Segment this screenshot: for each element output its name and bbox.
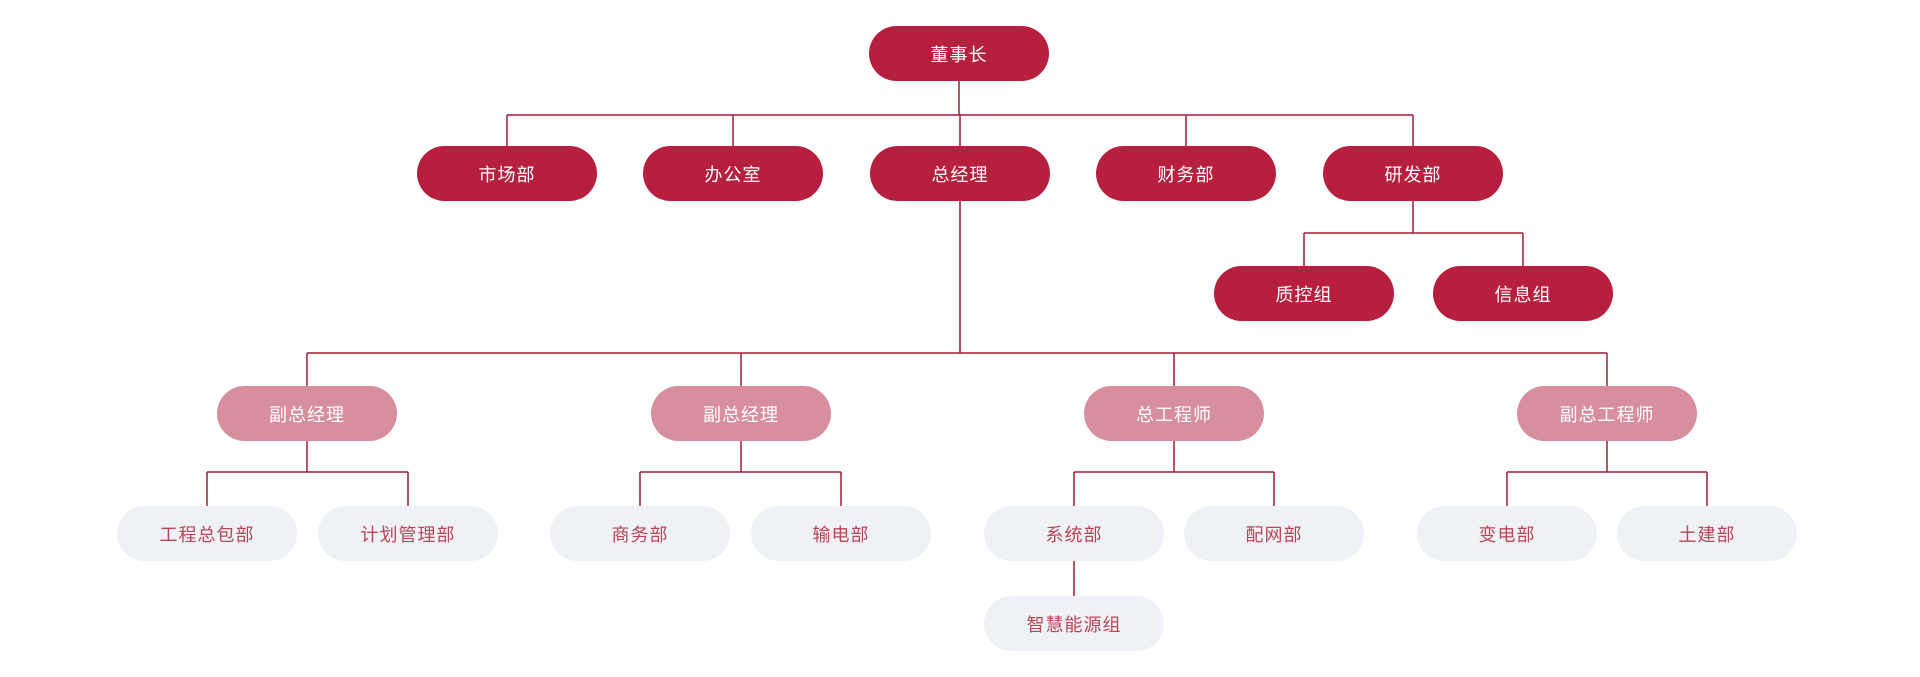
- org-node-smart-energy-group[interactable]: 智慧能源组: [984, 596, 1164, 651]
- org-node-civil-dept[interactable]: 土建部: [1617, 506, 1797, 561]
- org-node-system-dept[interactable]: 系统部: [984, 506, 1164, 561]
- org-node-chief-engineer[interactable]: 总工程师: [1084, 386, 1264, 441]
- org-node-commerce-dept[interactable]: 商务部: [550, 506, 730, 561]
- org-node-deputy-chief-engineer[interactable]: 副总工程师: [1517, 386, 1697, 441]
- org-node-epc-dept[interactable]: 工程总包部: [117, 506, 297, 561]
- org-node-marketing-dept[interactable]: 市场部: [417, 146, 597, 201]
- org-node-deputy-gm-1[interactable]: 副总经理: [217, 386, 397, 441]
- org-node-general-manager[interactable]: 总经理: [870, 146, 1050, 201]
- org-node-rd-dept[interactable]: 研发部: [1323, 146, 1503, 201]
- org-node-chairman[interactable]: 董事长: [869, 26, 1049, 81]
- org-node-substation-dept[interactable]: 变电部: [1417, 506, 1597, 561]
- org-node-deputy-gm-2[interactable]: 副总经理: [651, 386, 831, 441]
- org-node-office[interactable]: 办公室: [643, 146, 823, 201]
- org-node-qc-group[interactable]: 质控组: [1214, 266, 1394, 321]
- org-node-planning-dept[interactable]: 计划管理部: [318, 506, 498, 561]
- org-node-info-group[interactable]: 信息组: [1433, 266, 1613, 321]
- org-node-distribution-dept[interactable]: 配网部: [1184, 506, 1364, 561]
- org-node-finance-dept[interactable]: 财务部: [1096, 146, 1276, 201]
- org-node-transmission-dept[interactable]: 输电部: [751, 506, 931, 561]
